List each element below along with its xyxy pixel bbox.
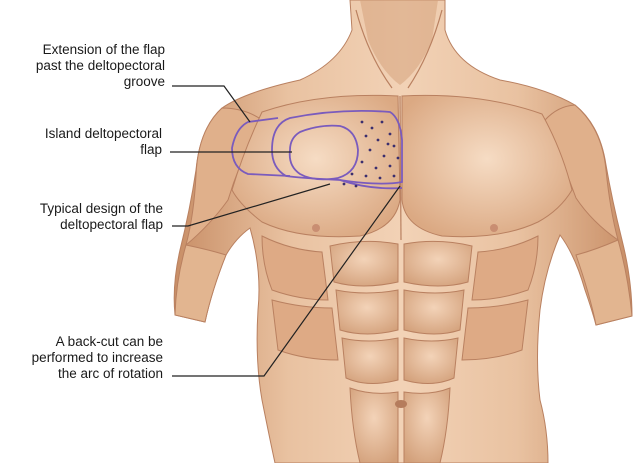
left-arm bbox=[175, 245, 226, 322]
label-line: performed to increase bbox=[32, 350, 163, 366]
label-line: past the deltopectoral bbox=[36, 58, 165, 74]
label-line: Typical design of the bbox=[40, 201, 163, 217]
right-nipple bbox=[490, 224, 498, 232]
label-line: deltopectoral flap bbox=[40, 217, 163, 233]
label-typical-design: Typical design of the deltopectoral flap bbox=[40, 201, 163, 233]
label-line: the arc of rotation bbox=[32, 366, 163, 382]
left-nipple bbox=[312, 224, 320, 232]
label-line: flap bbox=[45, 142, 162, 158]
label-line: Island deltopectoral bbox=[45, 126, 162, 142]
label-back-cut: A back-cut can be performed to increase … bbox=[32, 334, 163, 382]
label-line: Extension of the flap bbox=[36, 42, 165, 58]
label-island-flap: Island deltopectoral flap bbox=[45, 126, 162, 158]
navel bbox=[395, 400, 407, 408]
label-line: A back-cut can be bbox=[32, 334, 163, 350]
label-flap-extension: Extension of the flap past the deltopect… bbox=[36, 42, 165, 90]
label-line: groove bbox=[36, 74, 165, 90]
